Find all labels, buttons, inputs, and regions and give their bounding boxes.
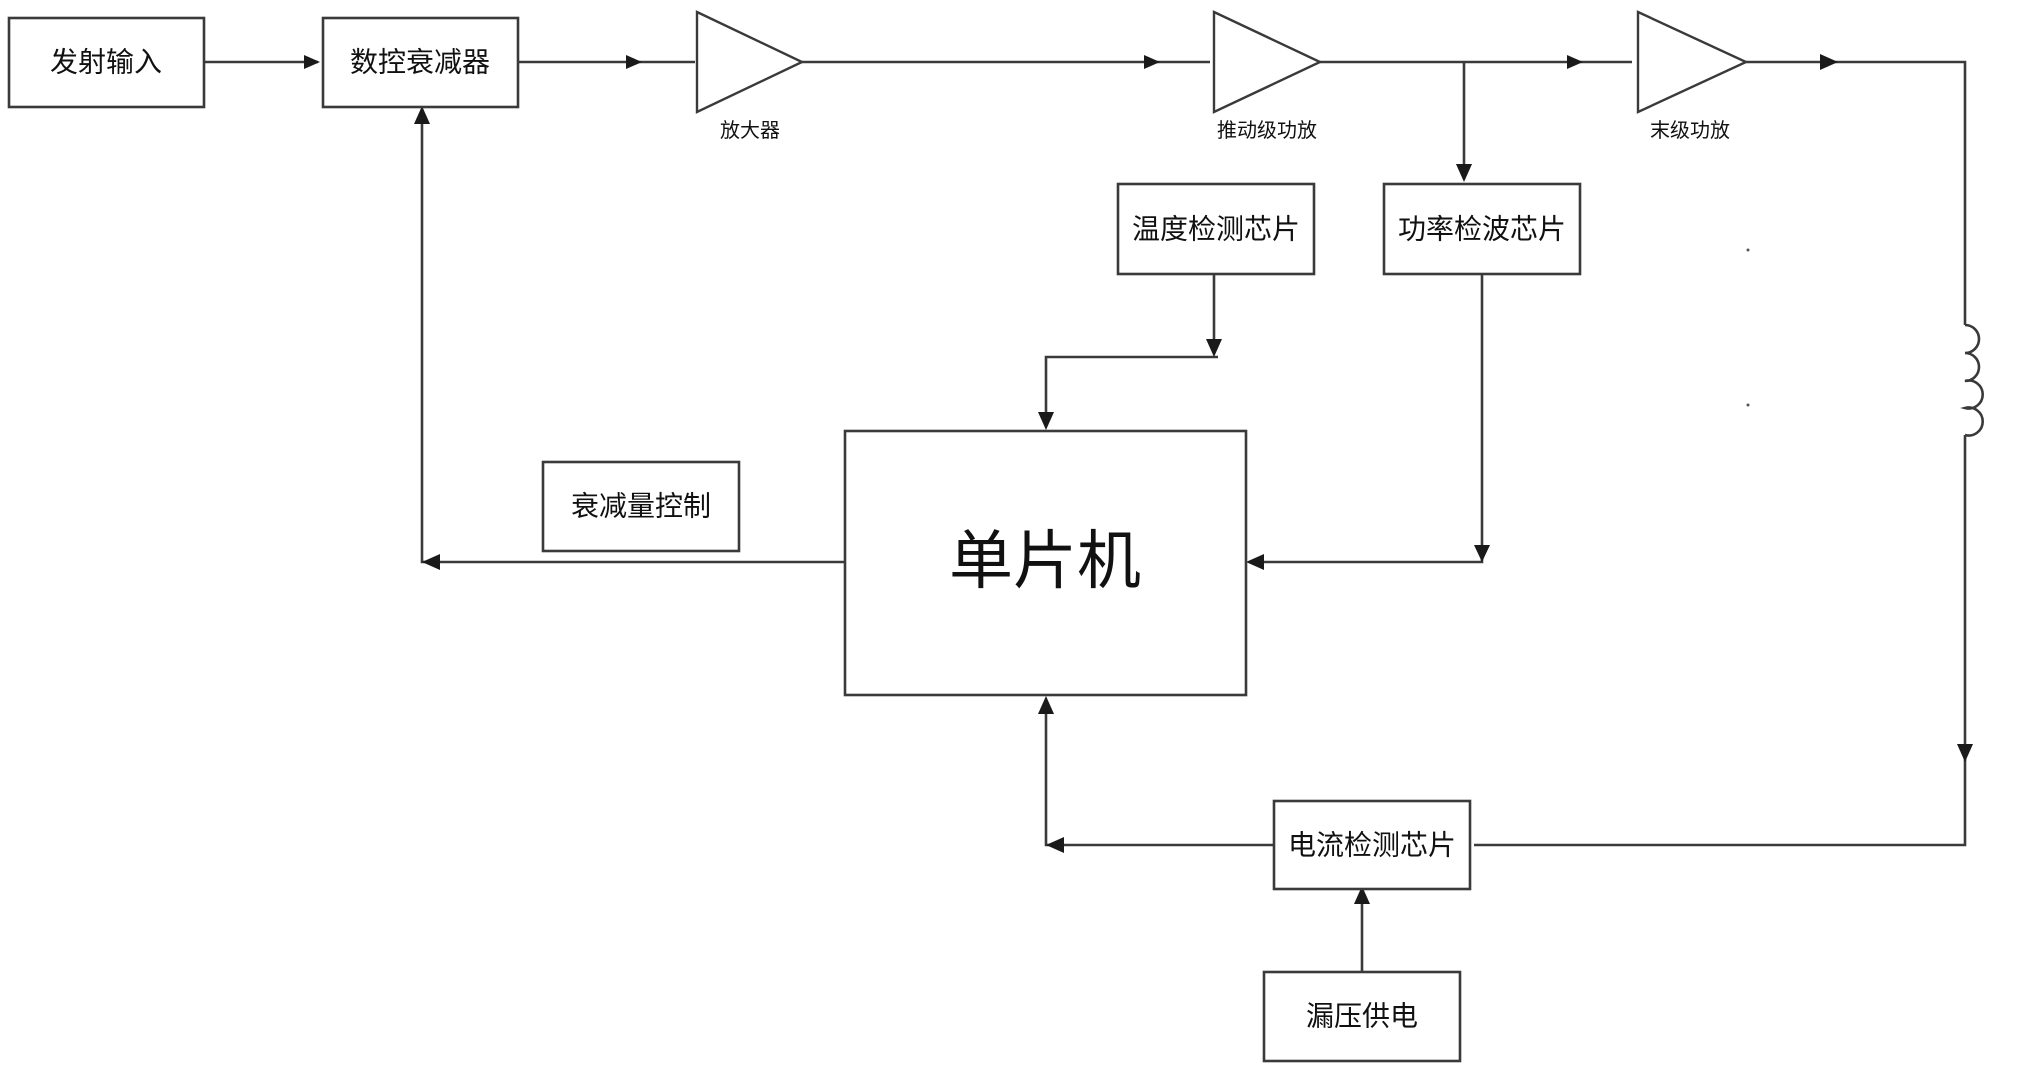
digital-attenuator-block: 数控衰减器 [321, 16, 520, 109]
current-chip-block: 电流检测芯片 [1272, 799, 1472, 891]
tx-input-block: 发射输入 [7, 16, 206, 109]
attenuation-control-block: 衰减量控制 [541, 460, 741, 553]
triangle-amplifier-icon [695, 10, 805, 114]
signal-chain-wires [204, 60, 1967, 847]
final-amplifier: 末级功放 [1636, 10, 1749, 142]
driver-amplifier: 推动级功放 [1212, 10, 1323, 142]
stray-dot [1746, 403, 1750, 407]
temperature-chip-block: 温度检测芯片 [1116, 182, 1316, 276]
drain-supply-label: 漏压供电 [1306, 1000, 1418, 1033]
driver-amplifier-label: 推动级功放 [1217, 118, 1317, 142]
mcu-label: 单片机 [949, 525, 1141, 599]
stray-dot [1746, 248, 1750, 252]
attenuation-control-label: 衰减量控制 [571, 490, 711, 523]
amplifier-1: 放大器 [695, 10, 805, 142]
triangle-amplifier-icon [1212, 10, 1323, 114]
temperature-chip-label: 温度检测芯片 [1132, 213, 1300, 246]
control-arrows [414, 106, 1973, 904]
signal-chain-arrows [304, 54, 1838, 70]
triangle-amplifier-icon [1636, 10, 1749, 114]
power-detector-block: 功率检波芯片 [1382, 182, 1582, 276]
power-detector-label: 功率检波芯片 [1398, 213, 1566, 246]
final-amplifier-label: 末级功放 [1650, 118, 1730, 142]
mcu-block: 单片机 [843, 429, 1248, 697]
amplifier-1-label: 放大器 [720, 118, 780, 142]
inductor-icon [1960, 323, 1984, 437]
tx-input-label: 发射输入 [50, 46, 162, 79]
drain-supply-block: 漏压供电 [1262, 970, 1462, 1063]
current-chip-label: 电流检测芯片 [1288, 829, 1456, 862]
digital-attenuator-label: 数控衰减器 [350, 46, 490, 79]
